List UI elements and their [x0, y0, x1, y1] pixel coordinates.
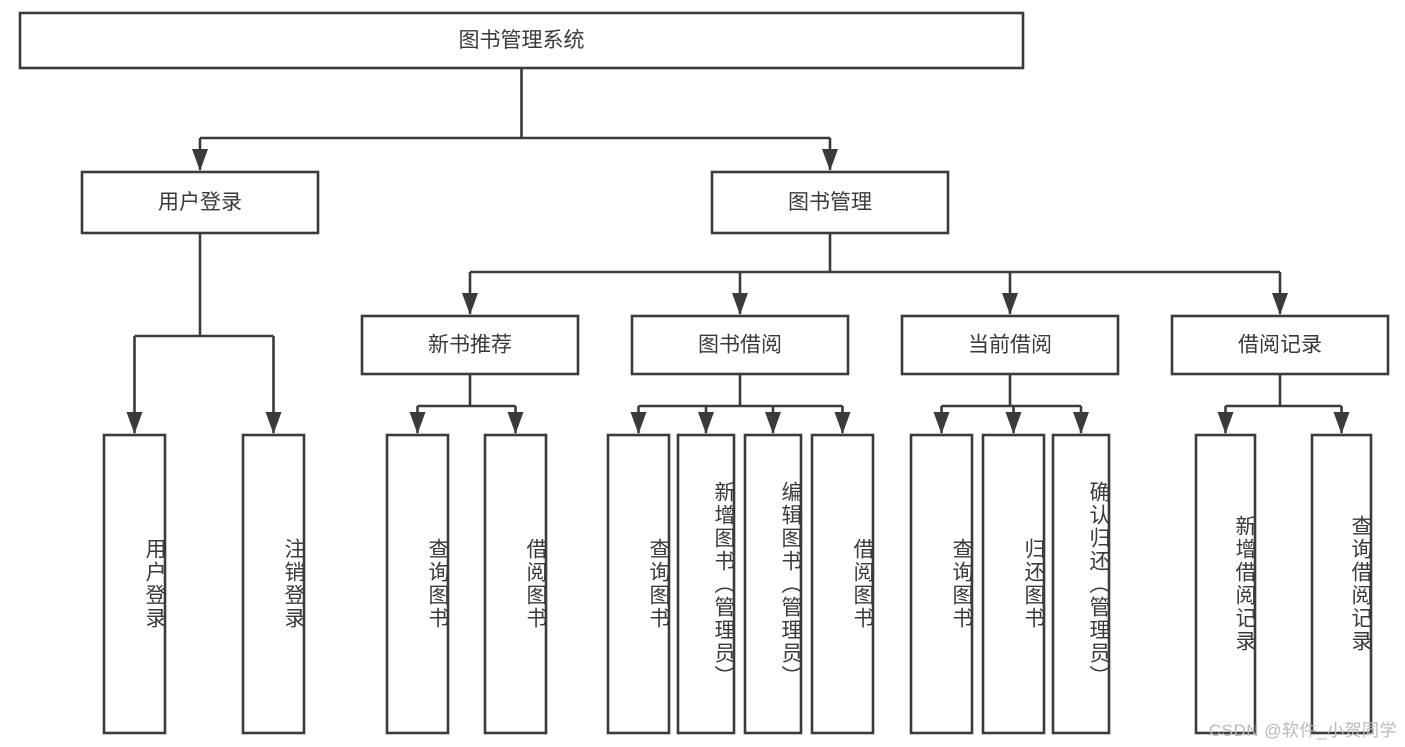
arrow-head-icon	[1005, 412, 1022, 434]
arrow-head-icon	[265, 412, 282, 434]
node-leaf-add-record[interactable]	[1194, 433, 1257, 735]
node-leaf-add-book[interactable]	[676, 433, 736, 735]
arrow-head-icon	[765, 412, 781, 434]
node-book-manage[interactable]	[710, 170, 950, 235]
node-book-borrow[interactable]	[630, 314, 850, 376]
node-leaf-query-book-2[interactable]	[606, 433, 671, 735]
node-leaf-borrow-book-1[interactable]	[483, 433, 548, 735]
node-user-login-label: 用户登录	[158, 191, 242, 214]
arrow-head-icon	[192, 149, 208, 171]
arrow-head-icon	[933, 412, 950, 434]
arrow-head-icon	[1333, 412, 1350, 434]
node-leaf-return-book[interactable]	[981, 433, 1046, 735]
arrow-head-icon	[1217, 412, 1234, 434]
node-leaf-borrow-book-2[interactable]	[810, 433, 875, 735]
node-new-book-recommend-label: 新书推荐	[428, 334, 512, 357]
arrow-head-icon	[1272, 293, 1288, 315]
node-current-borrow-label: 当前借阅	[968, 334, 1052, 357]
boxes-layer	[18, 11, 1390, 735]
node-current-borrow[interactable]	[900, 314, 1120, 376]
node-leaf-query-book-1[interactable]	[385, 433, 450, 735]
arrow-head-icon	[698, 412, 714, 434]
arrow-head-icon	[126, 412, 143, 434]
node-borrow-record[interactable]	[1170, 314, 1390, 376]
arrow-head-icon	[732, 293, 748, 315]
arrow-head-icon	[409, 412, 426, 434]
node-borrow-record-label: 借阅记录	[1238, 334, 1322, 357]
node-leaf-user-login[interactable]	[102, 433, 167, 735]
node-leaf-query-record[interactable]	[1310, 433, 1373, 735]
node-book-manage-label: 图书管理	[788, 191, 872, 214]
arrow-head-icon	[822, 149, 838, 171]
arrow-head-icon	[630, 412, 647, 434]
csdn-watermark: CSDN @软件_小贺同学	[1208, 721, 1397, 740]
node-leaf-edit-book[interactable]	[743, 433, 803, 735]
node-book-borrow-label: 图书借阅	[698, 334, 782, 357]
connectors-layer	[126, 68, 1350, 434]
node-leaf-confirm-return[interactable]	[1051, 433, 1111, 735]
arrow-head-icon	[507, 412, 524, 434]
node-root[interactable]	[18, 11, 1025, 70]
arrow-head-icon	[1002, 293, 1018, 315]
node-root-label: 图书管理系统	[459, 29, 585, 52]
node-user-login[interactable]	[80, 170, 320, 235]
node-leaf-user-logout[interactable]	[241, 433, 306, 735]
arrow-head-icon	[1073, 412, 1089, 434]
arrow-head-icon	[834, 412, 851, 434]
node-leaf-query-book-3[interactable]	[909, 433, 974, 735]
arrow-head-icon	[462, 293, 478, 315]
node-new-book-recommend[interactable]	[360, 314, 580, 376]
